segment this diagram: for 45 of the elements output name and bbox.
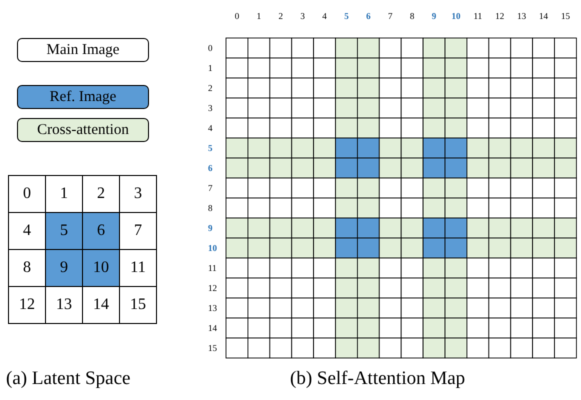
- row-index: 3: [208, 102, 212, 114]
- row-index: 8: [208, 202, 212, 214]
- row-index: 6: [208, 162, 212, 174]
- column-index: 10: [450, 10, 462, 22]
- column-index: 6: [365, 10, 372, 22]
- column-index: 15: [560, 10, 571, 22]
- column-index: 0: [234, 10, 240, 22]
- column-index: 5: [343, 10, 350, 22]
- column-index: 3: [299, 10, 306, 22]
- caption: (b) Self-Attention Map: [290, 368, 466, 390]
- row-index: 1: [208, 62, 212, 74]
- latent-token: 0: [8, 175, 46, 213]
- column-index: 4: [321, 10, 328, 22]
- row-index: 15: [208, 342, 217, 354]
- column-index: 7: [386, 10, 394, 22]
- legend-label: Main Image: [46, 42, 120, 58]
- latent-token: 3: [119, 175, 157, 213]
- legend-label: Ref. Image: [50, 88, 116, 106]
- column-index: 9: [430, 10, 438, 22]
- legend-label: Cross-attention: [37, 122, 129, 138]
- row-index: 10: [208, 242, 217, 254]
- latent-token: 15: [119, 286, 157, 324]
- latent-token: 12: [8, 286, 46, 324]
- column-index: 13: [516, 10, 528, 22]
- row-index: 11: [208, 262, 217, 274]
- column-index: 2: [277, 10, 284, 22]
- latent-token: 6: [82, 212, 120, 250]
- caption: (a) Latent Space: [6, 368, 130, 390]
- row-index: 7: [208, 182, 212, 194]
- column-index: 8: [408, 10, 416, 22]
- row-index: 5: [208, 142, 212, 154]
- column-index: 11: [472, 10, 484, 22]
- latent-token: 9: [45, 249, 83, 287]
- row-index: 0: [208, 42, 212, 54]
- row-index: 4: [208, 122, 212, 134]
- column-index: 12: [494, 10, 506, 22]
- row-index: 12: [208, 282, 217, 294]
- latent-token: 5: [45, 212, 83, 250]
- column-index: 1: [256, 10, 262, 22]
- row-index: 2: [208, 82, 212, 94]
- latent-token: 10: [82, 249, 120, 287]
- row-index: 14: [208, 322, 217, 334]
- row-index: 9: [208, 222, 212, 234]
- column-index: 14: [538, 10, 550, 22]
- row-index: 13: [208, 302, 217, 314]
